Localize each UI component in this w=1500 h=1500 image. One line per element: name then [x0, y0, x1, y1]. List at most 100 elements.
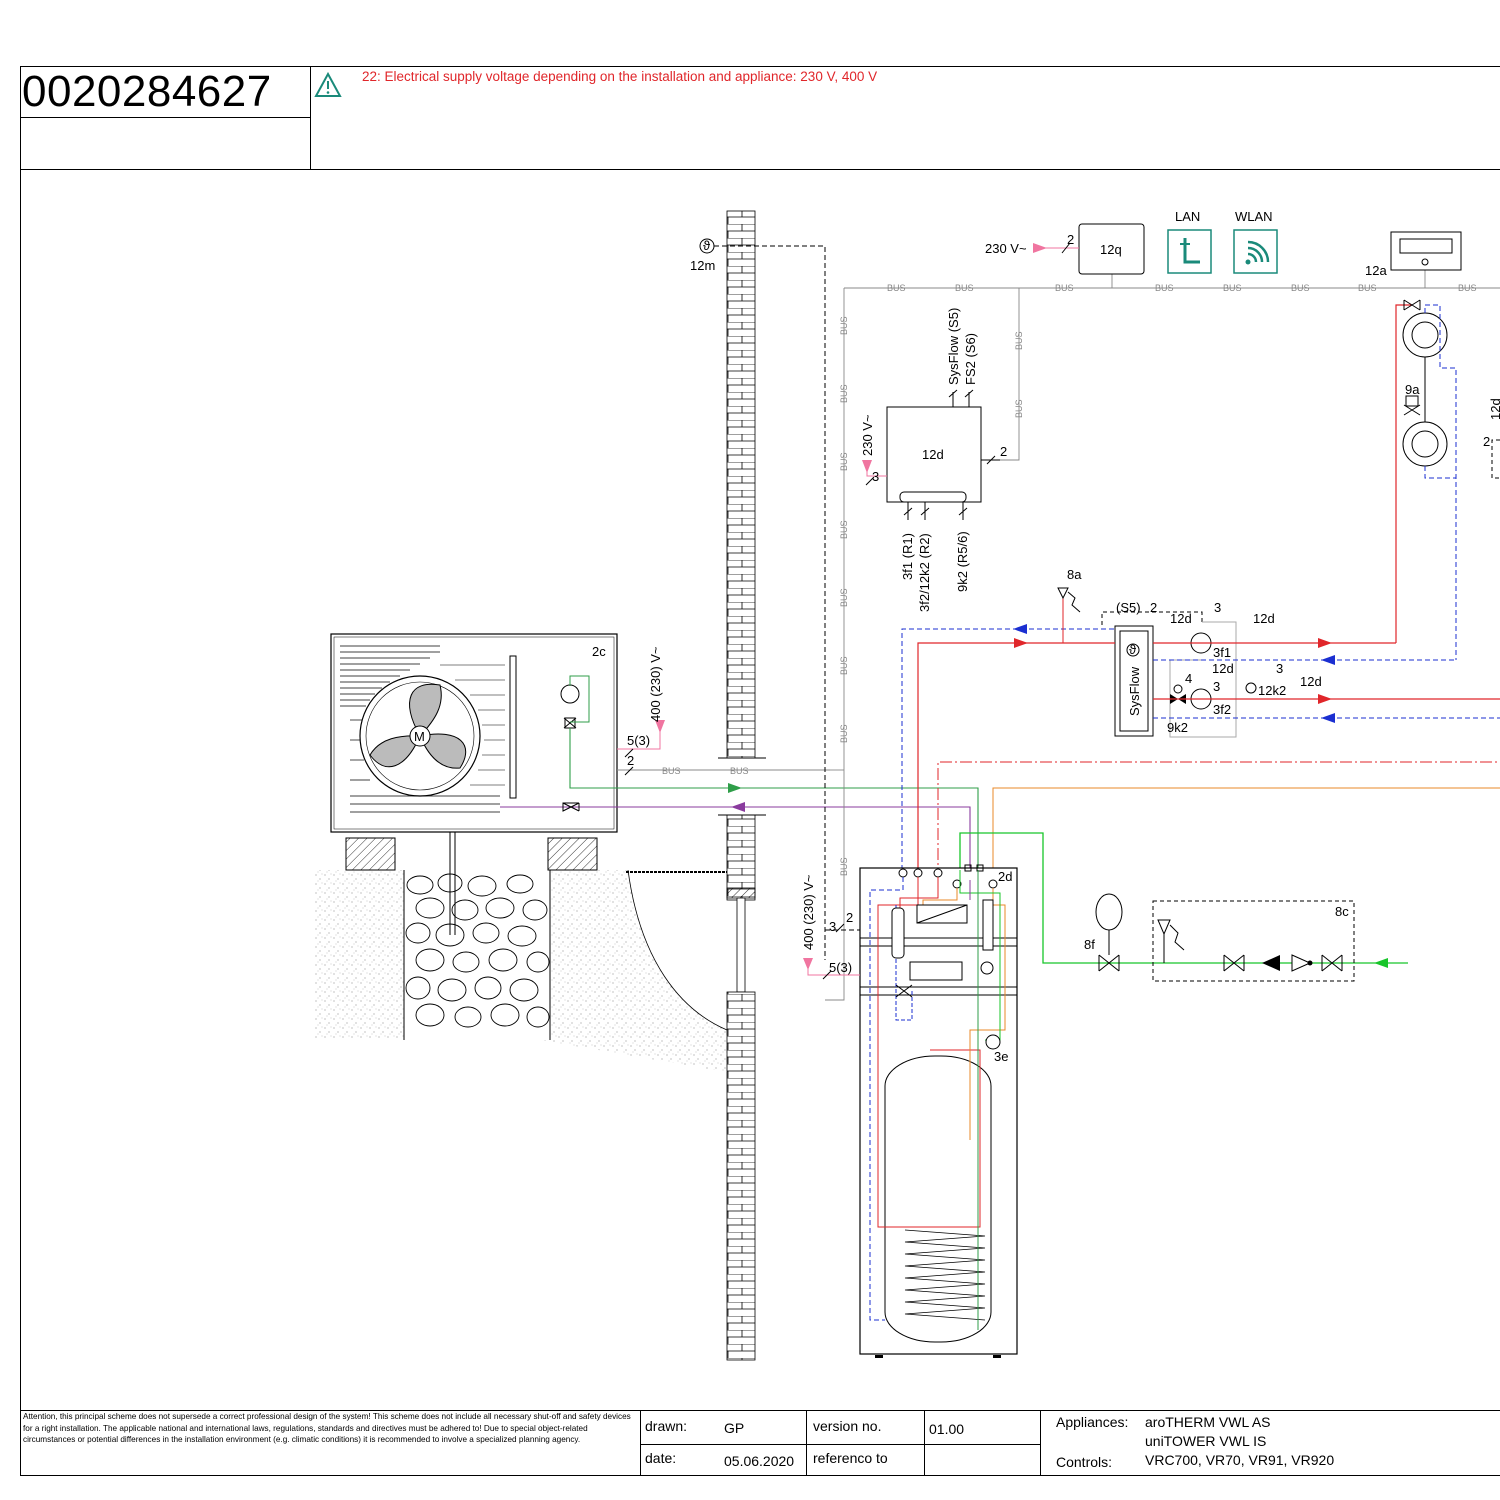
diagram-label: 12d	[1488, 398, 1500, 420]
diagram-label: 3	[1276, 661, 1283, 676]
diagram-label: 230 V~	[860, 414, 875, 456]
gateway-12q: 12q 230 V~ 2	[985, 223, 1145, 275]
header-divider	[20, 117, 310, 118]
diagram-label: 12d	[1212, 661, 1234, 676]
diagram-label: BUS	[887, 283, 906, 293]
diagram-label: 5(3)	[829, 960, 852, 975]
diagram-label: BUS	[1014, 331, 1024, 350]
diagram-label: BUS	[1014, 399, 1024, 418]
diagram-label: BUS	[730, 766, 749, 776]
version-label: version no.	[813, 1418, 882, 1434]
diagram-label: BUS	[839, 452, 849, 471]
warning-text: 22: Electrical supply voltage depending …	[362, 69, 878, 84]
diagram-label: BUS	[839, 656, 849, 675]
diagram-label: SysFlow (S5)	[946, 308, 961, 385]
reference-label: referenco to	[813, 1450, 888, 1466]
footer-divider	[1040, 1410, 1041, 1476]
lan-icon: LAN	[1167, 209, 1212, 274]
diagram-label: BUS	[839, 520, 849, 539]
appliances-label: Appliances:	[1056, 1414, 1129, 1430]
wlan-icon: WLAN	[1233, 209, 1278, 274]
diagram-label: BUS	[839, 724, 849, 743]
diagram-label: 12k2	[1258, 683, 1286, 698]
outdoor-heat-pump-2c: M 2c	[330, 633, 618, 833]
diagram-label: 2	[1000, 444, 1007, 459]
diagram-label: 12d	[922, 447, 944, 462]
diagram-label: BUS	[1223, 283, 1242, 293]
diagram-label: 3f2	[1213, 702, 1231, 717]
diagram-label: 2	[1483, 434, 1490, 449]
label-wires-2: 2	[627, 753, 634, 768]
footer-divider	[806, 1410, 807, 1476]
diagram-label: FS2 (S6)	[963, 333, 978, 385]
diagram-label: 2d	[998, 869, 1012, 884]
indoor-tower-2d: 2d 3e	[859, 864, 1018, 1358]
safety-valve-8a: 8a	[1057, 567, 1082, 613]
version-value: 01.00	[929, 1421, 965, 1437]
diagram-label: 3f1 (R1)	[900, 533, 915, 580]
diagram-label: SysFlow	[1127, 666, 1142, 716]
diagram-label: 12q	[1100, 242, 1122, 257]
diagram-label: 12d	[1300, 674, 1322, 689]
outdoor-piping	[500, 675, 979, 880]
diagram-label: 2	[846, 910, 853, 925]
svg-text:ϑ: ϑ	[703, 238, 711, 253]
diagram-label: BUS	[839, 588, 849, 607]
diagram-label: 4	[1185, 671, 1192, 686]
diagram-label: (S5)	[1116, 600, 1141, 615]
diagram-label: 3e	[994, 1049, 1008, 1064]
drawing-frame	[20, 66, 1500, 1476]
diagram-label: BUS	[1358, 283, 1377, 293]
diagram-label: 8c	[1335, 904, 1349, 919]
diagram-label: BUS	[662, 766, 681, 776]
controller-12a: 12a	[1365, 231, 1462, 278]
diagram-label: BUS	[1155, 283, 1174, 293]
diagram-label: 12a	[1365, 263, 1387, 278]
label-12m: 12m	[690, 258, 715, 273]
controls-label: Controls:	[1056, 1454, 1113, 1470]
diagram-label: 9k2	[1167, 720, 1188, 735]
diagram-label: 8a	[1067, 567, 1082, 582]
diagram-label: 2	[1150, 600, 1157, 615]
diagram-label: 3	[872, 469, 879, 484]
warning-triangle-icon	[314, 72, 342, 97]
tower-power-wiring: 400 (230) V~ 5(3) 3 2	[801, 874, 860, 980]
diagram-label: 3f2/12k2 (R2)	[917, 533, 932, 612]
diagram-label: 2	[1067, 232, 1074, 247]
label-2c: 2c	[592, 644, 606, 659]
controls-value: VRC700, VR70, VR91, VR920	[1145, 1452, 1335, 1468]
diagram-label: WLAN	[1235, 209, 1273, 224]
appliances-line-1: aroTHERM VWL AS	[1145, 1414, 1271, 1430]
diagram-label: 230 V~	[985, 241, 1027, 256]
label-5-3: 5(3)	[627, 733, 650, 748]
drawn-value: GP	[724, 1420, 745, 1436]
bus-lines	[830, 270, 1500, 788]
header-vertical-rule	[310, 66, 311, 169]
footer-mid-rule	[640, 1444, 1040, 1445]
footer-divider	[640, 1410, 641, 1476]
diagram-label: LAN	[1175, 209, 1200, 224]
diagram-label: BUS	[1055, 283, 1074, 293]
diagram-label: 3	[1213, 679, 1220, 694]
svg-text:M: M	[414, 729, 425, 744]
diagram-label: 9k2 (R5/6)	[955, 531, 970, 592]
diagram-label: 8f	[1084, 937, 1095, 952]
label-outdoor-voltage: 400 (230) V~	[648, 646, 663, 722]
diagram-label: 3	[829, 919, 836, 934]
brick-wall	[718, 210, 766, 1361]
heating-pipes	[901, 598, 1500, 880]
svg-text:ϑ: ϑ	[1129, 642, 1137, 657]
footer-divider	[924, 1410, 925, 1476]
outdoor-power-wiring: 400 (230) V~ 5(3) 2	[617, 646, 830, 776]
outdoor-sensor-12m: ϑ 12m	[690, 238, 826, 960]
diagram-label: BUS	[839, 316, 849, 335]
diagram-label: BUS	[1458, 283, 1477, 293]
document-number: 0020284627	[22, 67, 272, 116]
diagram-label: BUS	[1291, 283, 1310, 293]
disclaimer-note: Attention, this principal scheme does no…	[23, 1412, 631, 1444]
ground-foundation	[314, 832, 728, 1072]
header-bottom-rule	[20, 169, 1500, 170]
diagram-label: 400 (230) V~	[801, 874, 816, 950]
drawn-label: drawn:	[645, 1418, 688, 1434]
